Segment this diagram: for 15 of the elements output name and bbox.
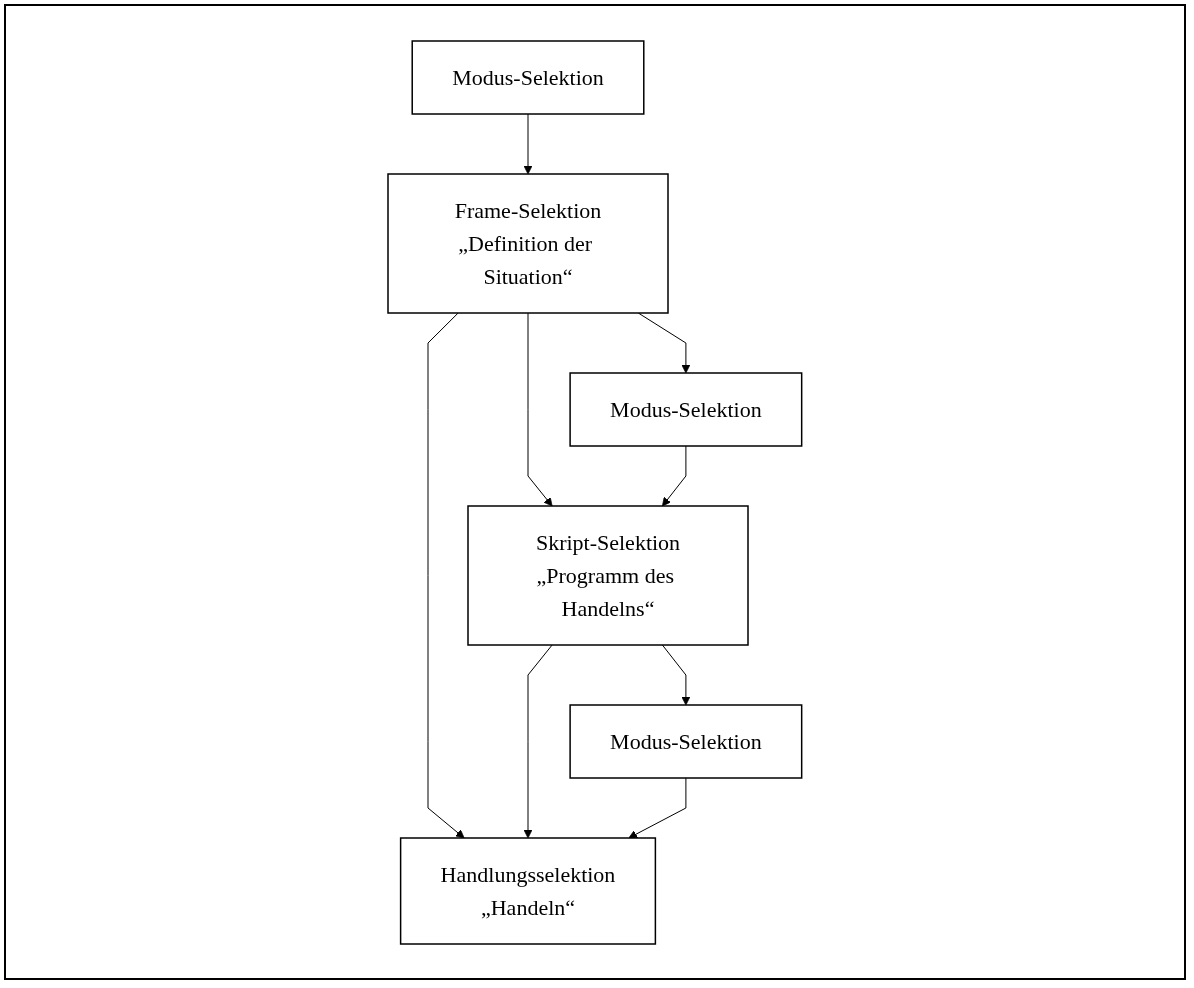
node-box	[411, 39, 645, 115]
arrow	[662, 644, 691, 705]
arrow	[527, 312, 553, 506]
arrow	[523, 644, 553, 838]
arrow	[637, 312, 691, 373]
node-box	[569, 371, 803, 447]
arrow	[662, 445, 687, 506]
arrow	[523, 113, 533, 174]
figure-frame: Modus-Selektion Frame-Selektion „Definition der Situation“ Modus-Selektion Skript-Selektion „Programm des Handelns“ Modus-Selektion Handlungsselektion „Handeln“	[4, 4, 1186, 980]
arrow	[427, 312, 465, 838]
node-box	[387, 172, 669, 314]
arrow	[628, 777, 687, 838]
node-box	[467, 504, 749, 646]
node-box	[569, 703, 803, 779]
node-box	[400, 836, 657, 945]
